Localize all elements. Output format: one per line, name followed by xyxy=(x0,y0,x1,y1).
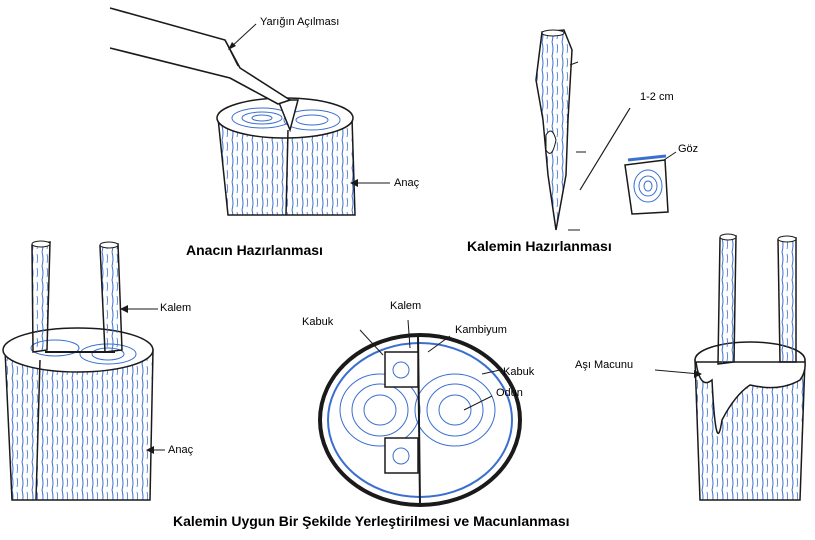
label-bark-right: Kabuk xyxy=(503,366,534,378)
label-cambium: Kambiyum xyxy=(455,324,507,336)
caption-rootstock-prep: Anacın Hazırlanması xyxy=(186,242,323,258)
label-scion-center: Kalem xyxy=(390,300,421,312)
label-split-opening: Yarığın Açılması xyxy=(260,16,339,28)
label-wood: Odun xyxy=(496,387,523,399)
label-rootstock-bottom: Anaç xyxy=(168,444,193,456)
grafting-paste-illustration xyxy=(655,234,805,500)
label-rootstock-top: Anaç xyxy=(394,177,419,189)
scion-inserted-illustration xyxy=(3,241,165,500)
caption-placement: Kalemin Uygun Bir Şekilde Yerleştirilmes… xyxy=(173,513,570,529)
label-grafting-paste: Aşı Macunu xyxy=(575,359,633,371)
label-bud: Göz xyxy=(678,143,698,155)
rootstock-split-illustration xyxy=(110,8,390,215)
scion-preparation-illustration xyxy=(536,30,676,230)
label-bark-left: Kabuk xyxy=(302,316,333,328)
label-scion-left: Kalem xyxy=(160,302,191,314)
caption-scion-prep: Kalemin Hazırlanması xyxy=(467,238,612,254)
label-size: 1-2 cm xyxy=(640,91,674,103)
cross-section-illustration xyxy=(320,320,520,505)
